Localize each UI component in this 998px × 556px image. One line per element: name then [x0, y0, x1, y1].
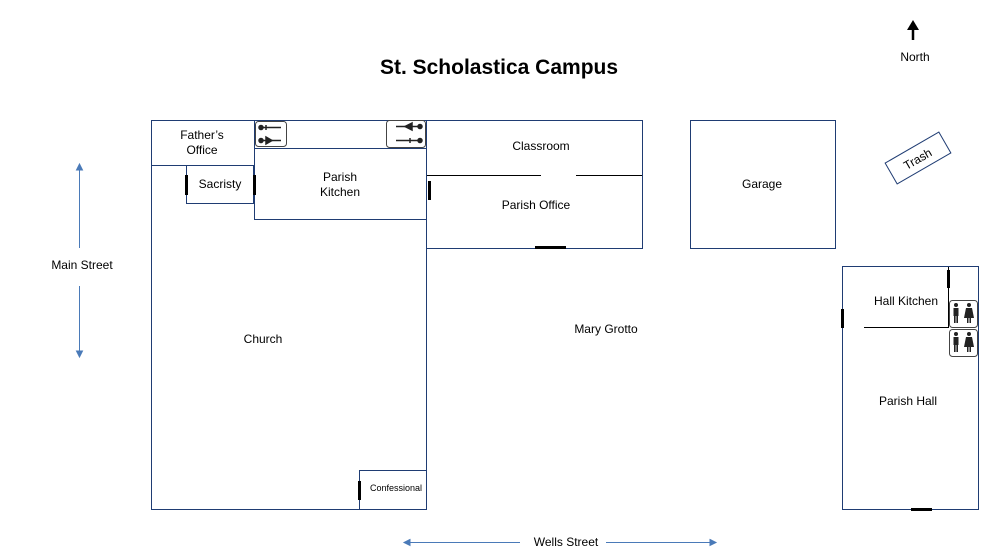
- restroom-icon-church-1: [255, 121, 287, 147]
- wells-street-label: Wells Street: [533, 535, 599, 549]
- garage-building: [690, 120, 836, 249]
- restroom-icon-hall-1: [949, 300, 978, 328]
- restroom-icon-hall-2: [949, 329, 978, 357]
- door-hall-kitchen: [947, 270, 950, 288]
- office-building: [426, 120, 643, 249]
- door-sacristy-west: [185, 175, 188, 195]
- north-label: North: [900, 50, 930, 64]
- parish-office-label: Parish Office: [501, 198, 571, 212]
- sacristy-label: Sacristy: [198, 177, 242, 191]
- classroom-label: Classroom: [512, 139, 570, 153]
- door-confessional: [358, 481, 361, 500]
- main-street-arrows: [75, 162, 84, 359]
- church-building: [151, 120, 427, 510]
- wells-street-arrows: [402, 538, 718, 547]
- restroom-icon-church-2: [386, 120, 426, 148]
- trash-area: [884, 131, 952, 185]
- fathers-office-label: Father’s Office: [180, 128, 224, 157]
- page-title: St. Scholastica Campus: [379, 56, 619, 79]
- parish-kitchen-label: Parish Kitchen: [319, 170, 361, 199]
- parish-hall-label: Parish Hall: [878, 394, 938, 408]
- main-street-label: Main Street: [51, 258, 113, 272]
- door-hall-west: [841, 309, 844, 328]
- garage-label: Garage: [741, 177, 783, 191]
- door-sacristy-east: [253, 175, 256, 195]
- door-office-south: [535, 246, 566, 249]
- mary-grotto-label: Mary Grotto: [574, 322, 638, 336]
- north-arrow-icon: [907, 20, 919, 40]
- door-office-west: [428, 181, 431, 200]
- door-hall-south: [911, 508, 932, 511]
- parish-hall-building: [842, 266, 979, 510]
- church-label: Church: [243, 332, 283, 346]
- hall-kitchen-label: Hall Kitchen: [873, 294, 939, 308]
- confessional-label: Confessional: [369, 483, 423, 493]
